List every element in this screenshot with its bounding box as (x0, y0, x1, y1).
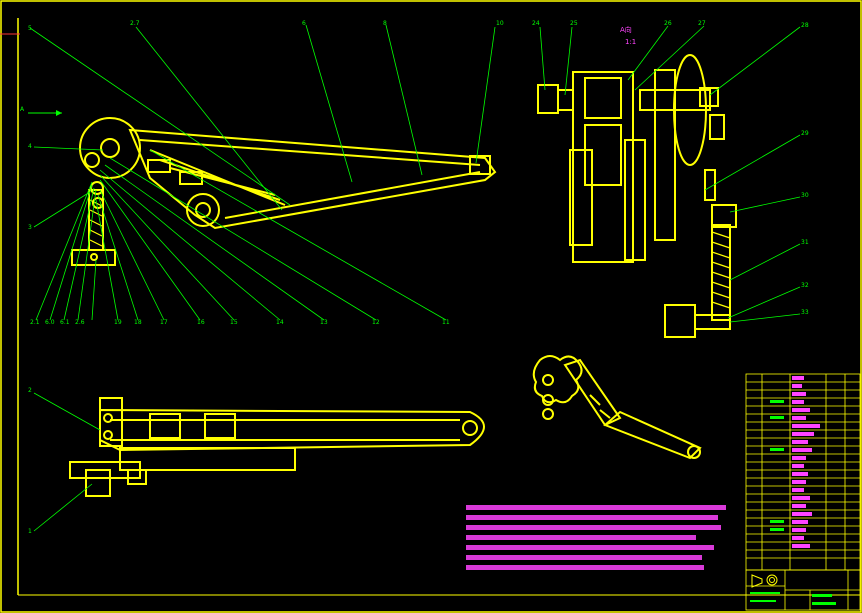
callout-25: 25 (570, 20, 578, 27)
isometric-view (532, 355, 702, 460)
callout-4: 4 (28, 143, 32, 150)
projection-symbol (751, 574, 778, 588)
technical-notes (466, 505, 726, 570)
callout-32: 32 (801, 282, 809, 289)
callout-3: 3 (28, 224, 32, 231)
callout-30: 30 (801, 192, 809, 199)
view-arrow-label: A (20, 106, 25, 113)
callout-6: 6 (302, 20, 306, 27)
callout-bottom-2: 6.0 (45, 319, 55, 326)
callout-29: 29 (801, 130, 809, 137)
callout-bottom-6: 18 (134, 319, 142, 326)
front-view-leaders (29, 24, 496, 321)
callout-bottom-13: 11 (442, 319, 450, 326)
callout-31: 31 (801, 239, 809, 246)
parts-list-names (792, 376, 820, 548)
callout-bottom-12: 12 (372, 319, 380, 326)
callout-bottom-8: 16 (197, 319, 205, 326)
side-view-leaders (539, 25, 801, 323)
title-block (745, 569, 861, 611)
callout-5: 5 (28, 25, 32, 32)
callout-bottom-10: 14 (276, 319, 284, 326)
callout-28: 28 (801, 22, 809, 29)
side-view-title: A向 (620, 25, 632, 34)
title-block-marks (750, 592, 836, 605)
callout-27: 27 (698, 20, 706, 27)
callout-24: 24 (532, 20, 540, 27)
callout-bottom-1: 2.1 (30, 319, 40, 326)
callout-1: 1 (28, 528, 32, 535)
callout-2-7: 2.7 (130, 20, 140, 27)
parts-list-marks (770, 400, 784, 531)
callout-2: 2 (28, 387, 32, 394)
front-view-arm (28, 110, 497, 266)
callout-33: 33 (801, 309, 809, 316)
plan-leaders (33, 392, 101, 532)
plan-view (69, 397, 485, 497)
callout-bottom-3: 6.1 (60, 319, 70, 326)
callout-bottom-4: 2.6 (75, 319, 85, 326)
callout-8: 8 (383, 20, 387, 27)
callout-26: 26 (664, 20, 672, 27)
callout-10: 10 (496, 20, 504, 27)
callout-bottom-5: 19 (114, 319, 122, 326)
callout-bottom-9: 15 (230, 319, 238, 326)
side-view-a (537, 54, 737, 338)
callout-bottom-7: 17 (160, 319, 168, 326)
callout-bottom-11: 13 (320, 319, 328, 326)
side-view-scale: 1:1 (625, 38, 636, 46)
